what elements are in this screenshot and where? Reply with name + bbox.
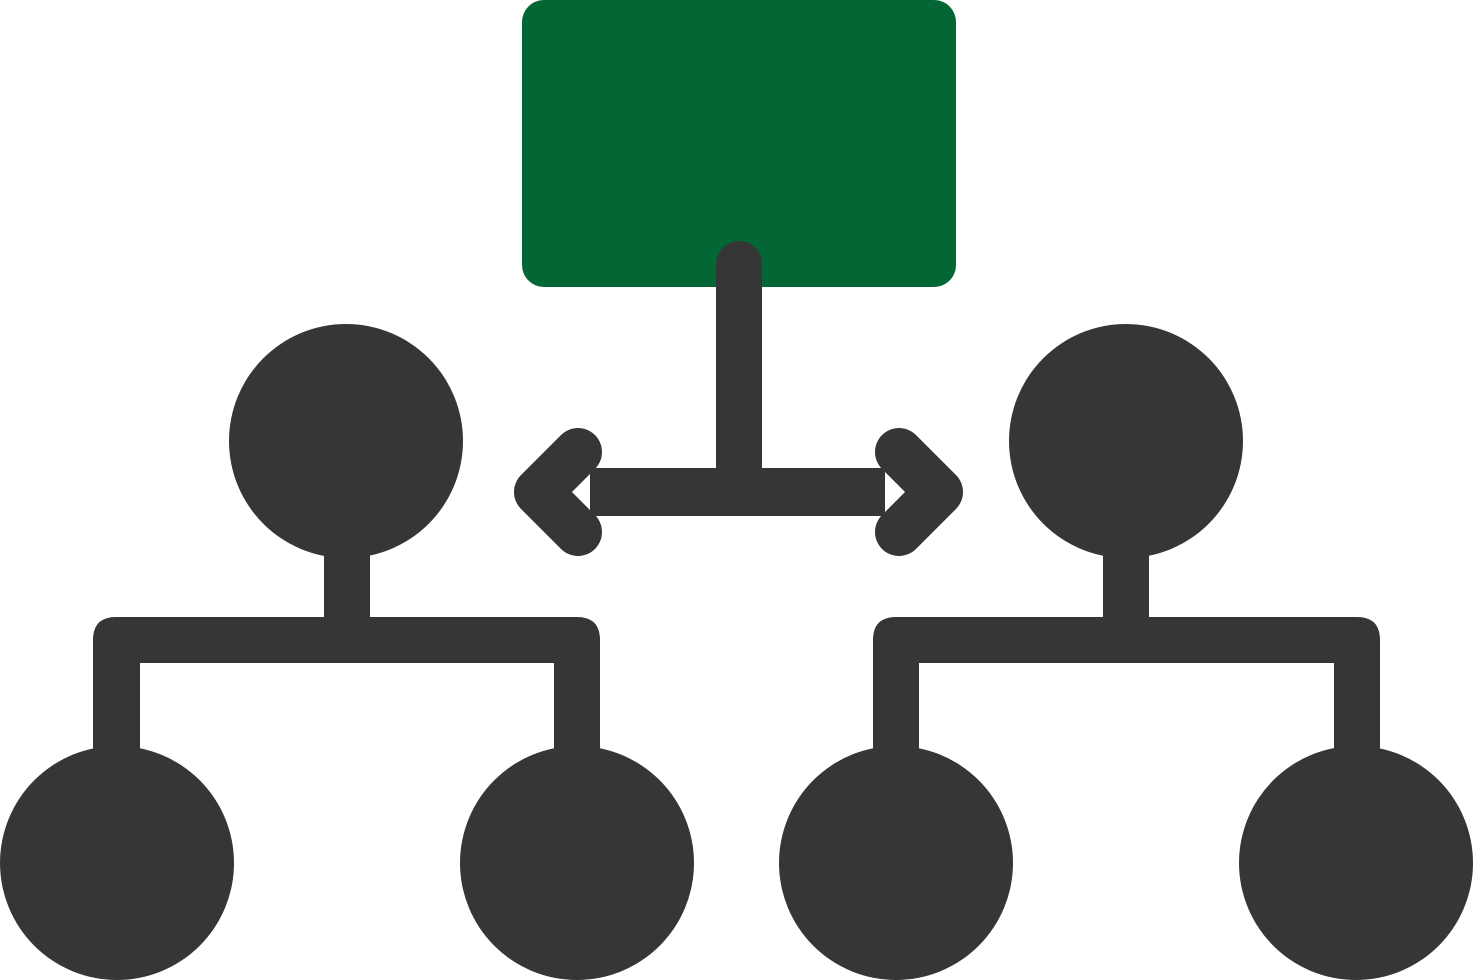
left-bracket-connector (93, 617, 600, 760)
right-branch (779, 324, 1473, 980)
right-child-node-1 (779, 746, 1013, 980)
left-parent-node (229, 324, 463, 558)
right-parent-node (1009, 324, 1243, 558)
root-stem-connector (716, 241, 762, 470)
left-child-node-1 (0, 746, 234, 980)
root-box (522, 0, 956, 287)
arrow-shaft (590, 468, 885, 516)
arrow-head-left (514, 428, 602, 556)
left-parent-stem (324, 550, 370, 630)
bidirectional-arrow-icon (514, 428, 963, 556)
right-parent-stem (1103, 550, 1149, 630)
left-child-node-2 (460, 746, 694, 980)
arrow-head-right (875, 428, 963, 556)
right-child-node-2 (1239, 746, 1473, 980)
left-branch (0, 324, 694, 980)
right-bracket-connector (873, 617, 1380, 760)
